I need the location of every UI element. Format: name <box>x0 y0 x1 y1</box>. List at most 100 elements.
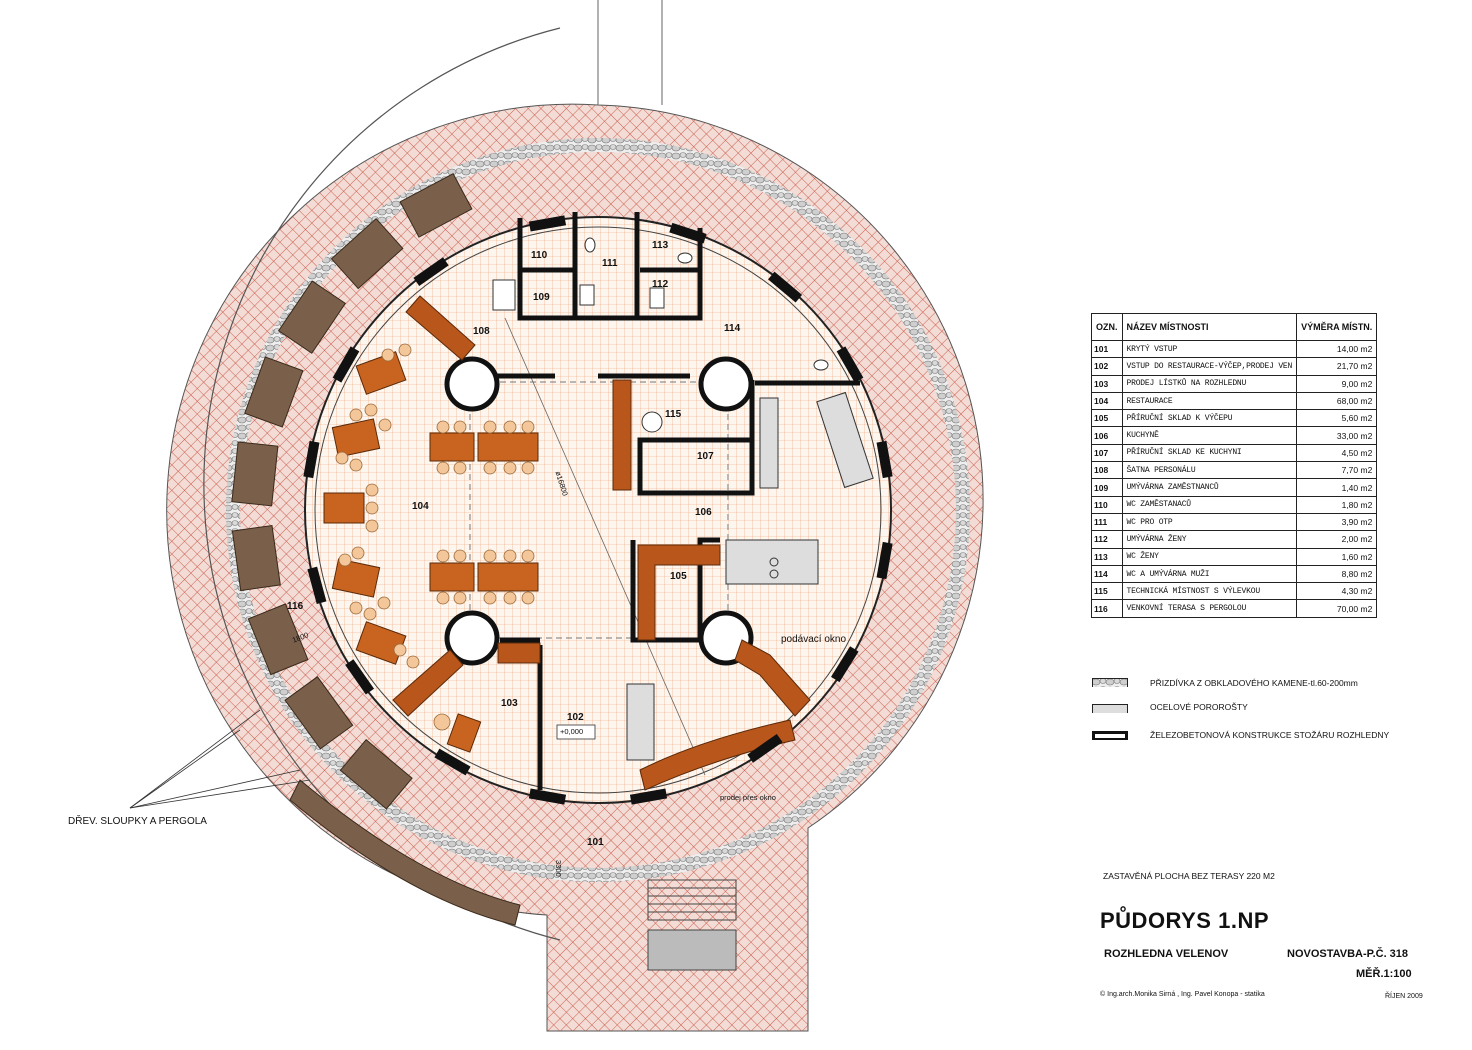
room-code: 102 <box>1091 357 1123 376</box>
ring-wall-segments <box>303 215 893 805</box>
sanitary-fixtures <box>492 237 829 371</box>
room-label-111: 111 <box>602 258 618 269</box>
authors: Ing.arch.Monika Sirná , Ing. Pavel Konop… <box>1107 991 1265 998</box>
room-code: 111 <box>1091 512 1123 532</box>
room-code: 115 <box>1091 582 1123 601</box>
drawing-scale: MĚŘ.1:100 <box>1356 968 1412 980</box>
interior-walls <box>496 212 860 790</box>
header-code: OZN. <box>1091 313 1123 341</box>
pergola-beam <box>399 172 473 238</box>
wall-segment <box>332 346 360 383</box>
room-area: 1,80 m2 <box>1296 495 1378 514</box>
room-label-109: 109 <box>533 292 550 303</box>
pergola-beam <box>231 524 281 592</box>
level-box <box>556 724 596 740</box>
room-label-106: 106 <box>695 507 712 518</box>
pergola-beam <box>339 738 413 810</box>
room-area: 68,00 m2 <box>1296 391 1378 411</box>
pergola-leader-lines <box>129 709 311 809</box>
drawing-date: ŘÍJEN 2009 <box>1385 993 1423 1000</box>
room-label-104: 104 <box>412 501 429 512</box>
room-name: PŘÍRUČNÍ SKLAD K VÝČEPU <box>1121 409 1298 428</box>
pergola-beam <box>330 217 404 290</box>
room-label-115: 115 <box>665 409 682 420</box>
room-name: RESTAURACE <box>1121 391 1298 411</box>
room-name: TECHNICKÁ MÍSTNOST S VÝLEVKOU <box>1121 582 1298 601</box>
room-code: 112 <box>1091 530 1123 549</box>
room-name: UMÝVÁRNA ŽENY <box>1121 530 1298 549</box>
room-area: 7,70 m2 <box>1296 461 1378 480</box>
wall-segment <box>768 271 803 303</box>
room-label-114: 114 <box>724 323 741 334</box>
wall-segment <box>434 748 471 776</box>
room-name: ŠATNA PERSONÁLU <box>1121 461 1298 480</box>
room-area: 8,80 m2 <box>1296 564 1378 584</box>
wall-segment <box>876 541 893 580</box>
room-name: VENKOVNÍ TERASA S PERGOLOU <box>1121 599 1298 618</box>
room-area: 33,00 m2 <box>1296 426 1378 445</box>
wall-segment <box>836 346 864 383</box>
project-name: ROZHLEDNA VELENOV <box>1104 948 1229 960</box>
room-name: PRODEJ LÍSTKŮ NA ROZHLEDNU <box>1121 374 1298 393</box>
room-area: 1,40 m2 <box>1296 478 1378 497</box>
wall-segment <box>307 566 327 604</box>
header-area: VÝMĚRA MÍSTN. <box>1296 313 1378 341</box>
concrete-legend-symbol <box>1092 731 1128 740</box>
room-name: WC ŽENY <box>1121 547 1298 566</box>
serving-window-note: podávací okno <box>781 634 847 645</box>
copyright-symbol: © <box>1100 991 1106 998</box>
authors-line: © Ing.arch.Monika Sirná , Ing. Pavel Kon… <box>1100 991 1265 998</box>
room-area: 2,00 m2 <box>1296 530 1378 549</box>
room-code: 101 <box>1091 339 1123 359</box>
room-label-101: 101 <box>587 837 604 848</box>
room-label-107: 107 <box>697 451 714 462</box>
room-name: KRYTÝ VSTUP <box>1121 339 1298 359</box>
grating-legend-symbol <box>1092 704 1128 713</box>
room-label-105: 105 <box>670 571 687 582</box>
room-code: 104 <box>1091 391 1123 411</box>
wall-segment <box>528 215 567 232</box>
room-label-103: 103 <box>501 698 518 709</box>
floor-plan <box>129 0 984 1032</box>
drawing-title: PŮDORYS 1.NP <box>1100 908 1270 933</box>
room-code: 103 <box>1091 374 1123 393</box>
diameter-line <box>504 317 706 776</box>
project-type: NOVOSTAVBA-P.Č. 318 <box>1287 948 1409 960</box>
wall-segment <box>629 788 668 805</box>
pergola-beam <box>244 356 304 428</box>
restaurant-tables <box>323 351 539 753</box>
legend-label-concrete: ŽELEZOBETONOVÁ KONSTRUKCE STOŽÁRU ROZHLE… <box>1150 730 1390 740</box>
room-label-110: 110 <box>531 250 548 261</box>
wall-segment <box>413 257 449 287</box>
room-area: 4,30 m2 <box>1296 582 1378 601</box>
room-code: 109 <box>1091 478 1123 497</box>
wall-segment <box>345 659 375 695</box>
wood-counters <box>392 295 811 791</box>
pergola-beam <box>231 441 279 507</box>
wall-segment <box>747 733 783 763</box>
room-name: WC A UMÝVÁRNA MUŽI <box>1121 564 1298 584</box>
room-name: VSTUP DO RESTAURACE-VÝČEP,PRODEJ VEN <box>1121 357 1298 376</box>
stone-cladding-ring <box>226 138 970 882</box>
room-label-112: 112 <box>652 279 669 290</box>
room-name: WC ZAMĚSTANACŮ <box>1121 495 1298 514</box>
stone-legend-symbol <box>1092 678 1128 687</box>
room-code: 116 <box>1091 599 1123 618</box>
room-name: UMÝVÁRNA ZAMĚSTNANCŮ <box>1121 478 1298 497</box>
room-area: 21,70 m2 <box>1296 357 1378 376</box>
room-name: WC PRO OTP <box>1121 512 1298 532</box>
